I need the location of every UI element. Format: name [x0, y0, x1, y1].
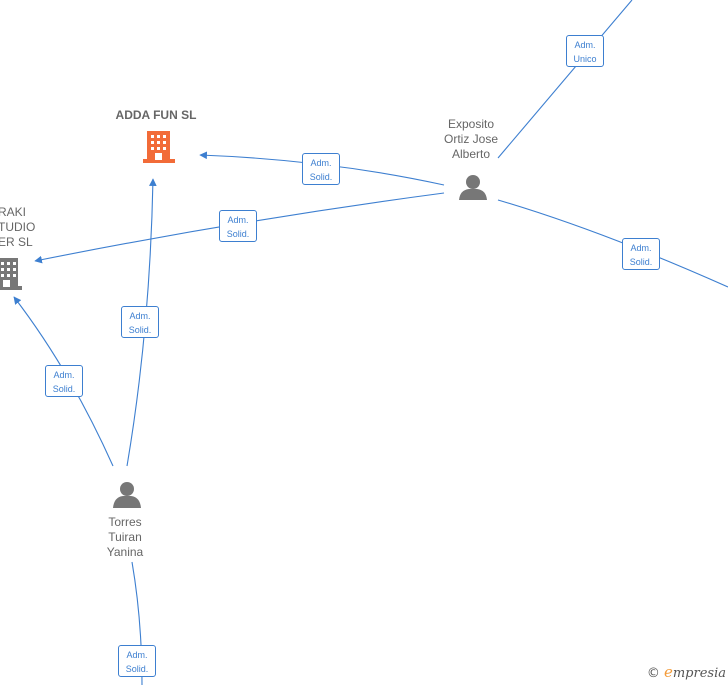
edge-label-line2: Solid.: [52, 384, 76, 394]
edge-label-line2: Solid.: [629, 257, 653, 267]
edge-label-adm-solid[interactable]: Adm. Solid.: [302, 153, 340, 185]
edge-label-adm-unico[interactable]: Adm. Unico: [566, 35, 604, 67]
building-icon[interactable]: [143, 131, 175, 163]
edge-label-line1: Adm.: [310, 158, 332, 168]
edge-label-line1: Adm.: [129, 311, 151, 321]
building-icon[interactable]: [0, 258, 22, 290]
copyright-symbol: ©: [646, 666, 660, 681]
edge-label-line1: Adm.: [126, 650, 148, 660]
edge-label-line1: Adm.: [574, 40, 596, 50]
edge-label-adm-solid[interactable]: Adm. Solid.: [121, 306, 159, 338]
edge-label-line2: Solid.: [125, 664, 149, 674]
person-label-torres[interactable]: Torres Tuiran Yanina: [106, 515, 144, 559]
edge-label-line2: Solid.: [226, 229, 250, 239]
edge-line-exposito-unico: [497, 0, 633, 159]
edge-label-line1: Adm.: [630, 243, 652, 253]
company-label-raki[interactable]: RAKI TUDIO ER SL: [0, 205, 36, 249]
person-icon[interactable]: [459, 175, 487, 200]
empresia-logo: © empresia: [647, 663, 726, 681]
edge-label-line2: Unico: [573, 54, 597, 64]
edge-label-line2: Solid.: [309, 172, 333, 182]
edge-label-line2: Solid.: [128, 325, 152, 335]
company-label-adda-fun[interactable]: ADDA FUN SL: [115, 108, 197, 122]
brand-initial: e: [663, 663, 673, 681]
edge-label-line1: Adm.: [53, 370, 75, 380]
person-icon[interactable]: [113, 482, 141, 508]
edge-label-adm-solid[interactable]: Adm. Solid.: [219, 210, 257, 242]
edge-label-line1: Adm.: [227, 215, 249, 225]
edge-label-adm-solid[interactable]: Adm. Solid.: [622, 238, 660, 270]
edge-line-exposito-right: [497, 199, 728, 288]
edge-label-adm-solid[interactable]: Adm. Solid.: [118, 645, 156, 677]
person-label-exposito[interactable]: Exposito Ortiz Jose Alberto: [443, 117, 498, 161]
edge-label-adm-solid[interactable]: Adm. Solid.: [45, 365, 83, 397]
brand-name: mpresia: [672, 666, 726, 681]
